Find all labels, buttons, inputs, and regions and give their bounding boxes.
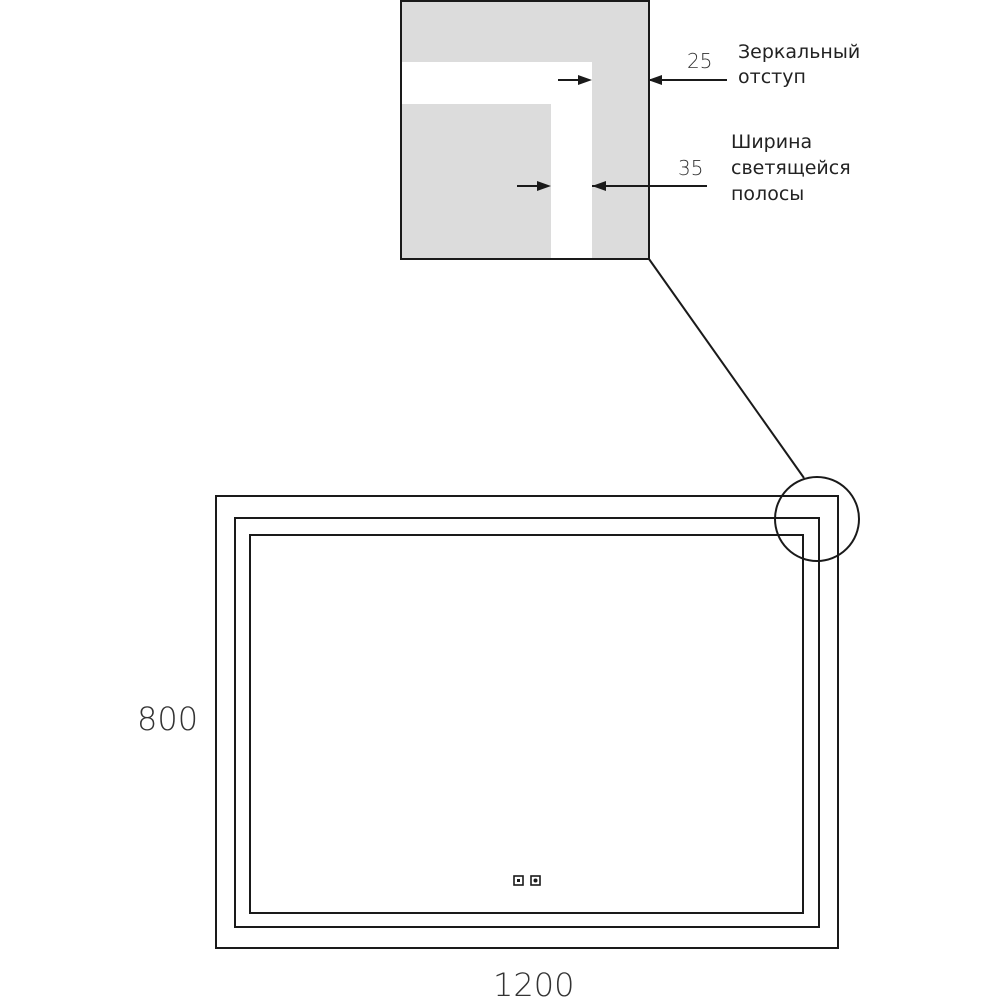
width-dimension-label: 1200 <box>493 966 574 1000</box>
detail-connector-line <box>648 258 805 479</box>
height-dimension-label: 800 <box>137 700 198 738</box>
dimmer-switch-icon <box>530 875 541 886</box>
strip-label-line3: полосы <box>731 183 804 205</box>
detail-outer-mirror <box>402 2 648 258</box>
detail-inner-mirror <box>402 104 551 258</box>
light-strip-inner-edge <box>249 534 804 914</box>
mirror-outer-edge <box>215 495 839 949</box>
touch-switch-icon <box>513 875 524 886</box>
strip-arrow-right-head <box>592 181 606 191</box>
light-strip-outer-edge <box>234 517 820 928</box>
offset-arrow-left-head <box>578 75 592 85</box>
strip-value: 35 <box>678 156 703 180</box>
strip-arrow-left-head <box>537 181 551 191</box>
offset-value: 25 <box>687 49 712 73</box>
strip-label-line1: Ширина <box>731 131 812 153</box>
detail-view: 25 Зеркальный отступ 35 Ширина светящейс… <box>400 0 860 260</box>
strip-label-line2: светящейся <box>731 157 851 179</box>
magnifier-circle <box>774 476 860 562</box>
offset-arrow-right-head <box>648 75 662 85</box>
mirror-front-view <box>215 476 860 949</box>
offset-label-line2: отступ <box>738 66 806 88</box>
offset-label-line1: Зеркальный <box>738 41 860 63</box>
